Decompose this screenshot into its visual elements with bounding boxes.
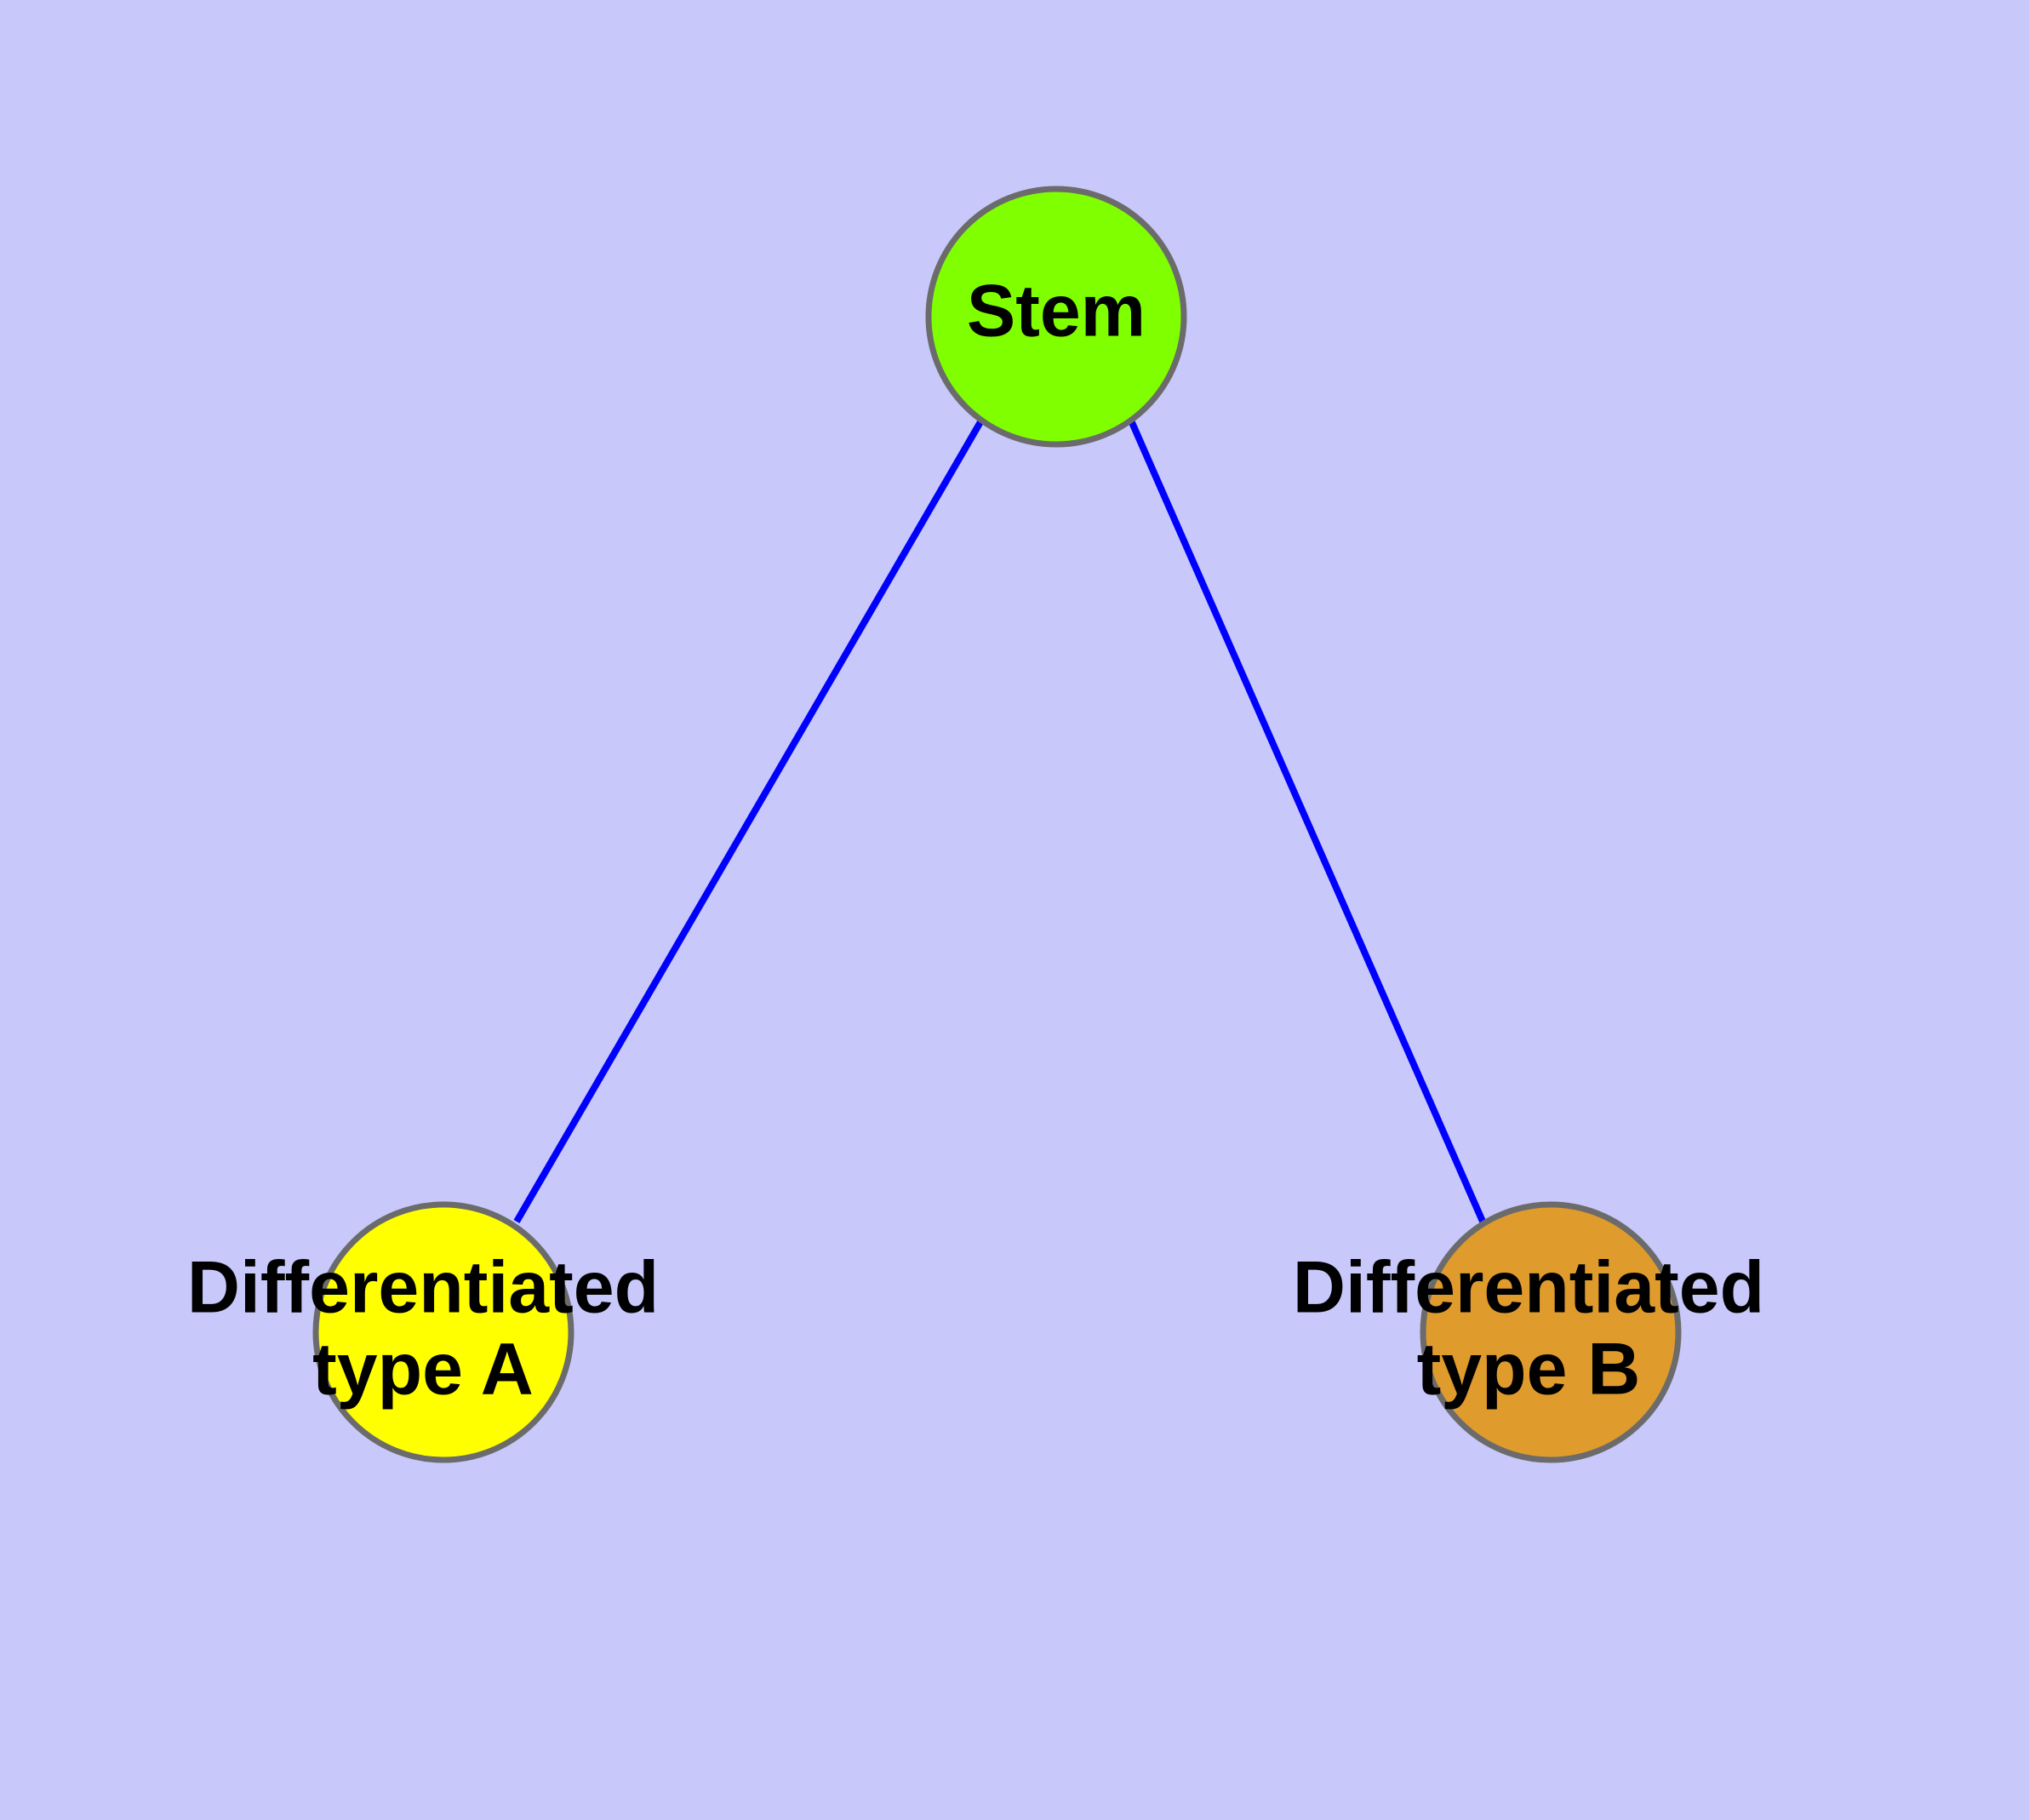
edges-layer — [513, 418, 1487, 1225]
node-differentiated-type-a-label-line-2: type A — [312, 1329, 534, 1411]
node-differentiated-type-a-circle[interactable] — [312, 1201, 574, 1463]
node-differentiated-type-b-label-line-2: type B — [1417, 1329, 1641, 1411]
node-labels-layer: Stem Differentiated type A Differentiate… — [187, 271, 1764, 1411]
node-stem-label: Stem — [967, 271, 1146, 352]
node-differentiated-type-b[interactable] — [1420, 1201, 1682, 1463]
node-differentiated-type-b-circle[interactable] — [1420, 1201, 1682, 1463]
edge-stem-to-differentiated-type-b — [1128, 419, 1487, 1225]
node-stem-circle[interactable] — [925, 186, 1187, 448]
node-stem[interactable] — [925, 186, 1187, 448]
node-differentiated-type-a-label-line-1: Differentiated — [187, 1247, 659, 1329]
node-differentiated-type-b-label-line-1: Differentiated — [1293, 1247, 1764, 1329]
nodes-layer — [312, 186, 1682, 1463]
edge-stem-to-differentiated-type-a — [513, 418, 985, 1224]
node-differentiated-type-a[interactable] — [312, 1201, 574, 1463]
